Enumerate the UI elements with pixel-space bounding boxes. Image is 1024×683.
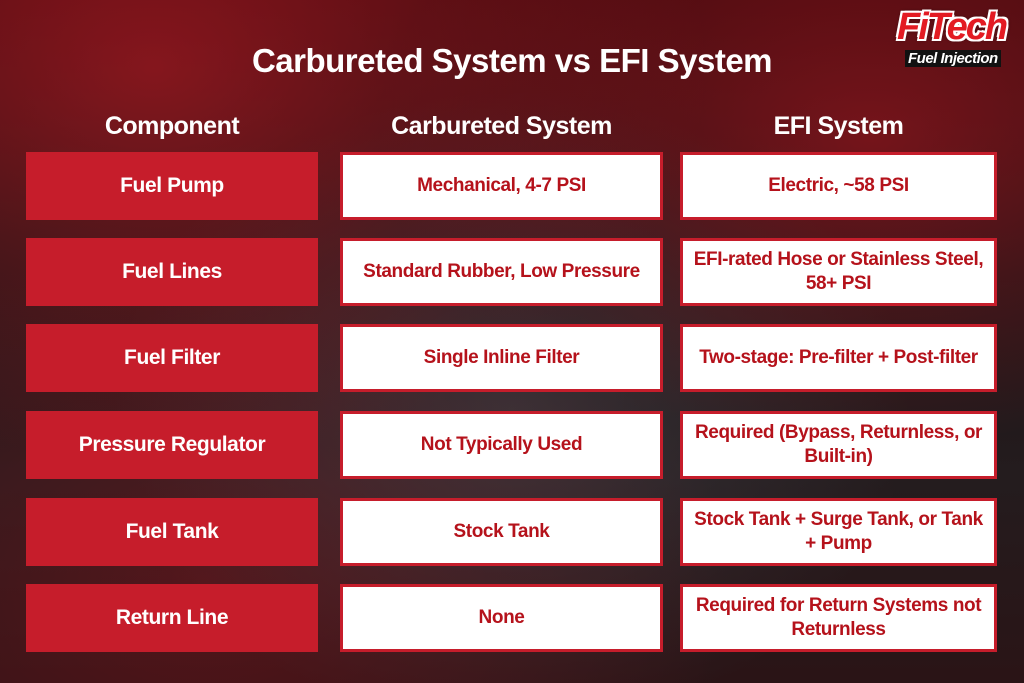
header-efi: EFI System xyxy=(773,112,904,140)
cell-component: Return Line xyxy=(26,584,318,652)
cell-efi: Required (Bypass, Returnless, or Built-i… xyxy=(680,411,997,479)
cell-carbureted: Standard Rubber, Low Pressure xyxy=(340,238,663,306)
cell-efi: Electric, ~58 PSI xyxy=(680,152,997,220)
cell-carbureted: Single Inline Filter xyxy=(340,324,663,392)
fitech-logo: FiTech Fuel Injection xyxy=(893,6,1017,70)
cell-component: Fuel Filter xyxy=(26,324,318,392)
cell-efi: Required for Return Systems not Returnle… xyxy=(680,584,997,652)
cell-component: Fuel Tank xyxy=(26,498,318,566)
cell-component: Pressure Regulator xyxy=(26,411,318,479)
cell-component: Fuel Pump xyxy=(26,152,318,220)
cell-carbureted: Mechanical, 4-7 PSI xyxy=(340,152,663,220)
page-title: Carbureted System vs EFI System xyxy=(251,42,773,79)
cell-efi: Stock Tank + Surge Tank, or Tank + Pump xyxy=(680,498,997,566)
cell-carbureted: Not Typically Used xyxy=(340,411,663,479)
header-carbureted: Carbureted System xyxy=(391,112,612,140)
logo-brand: FiTech xyxy=(897,6,1008,48)
logo-tagline: Fuel Injection xyxy=(905,50,1001,67)
cell-carbureted: None xyxy=(340,584,663,652)
header-component: Component xyxy=(104,112,240,140)
cell-efi: EFI-rated Hose or Stainless Steel, 58+ P… xyxy=(680,238,997,306)
cell-efi: Two-stage: Pre-filter + Post-filter xyxy=(680,324,997,392)
cell-carbureted: Stock Tank xyxy=(340,498,663,566)
cell-component: Fuel Lines xyxy=(26,238,318,306)
